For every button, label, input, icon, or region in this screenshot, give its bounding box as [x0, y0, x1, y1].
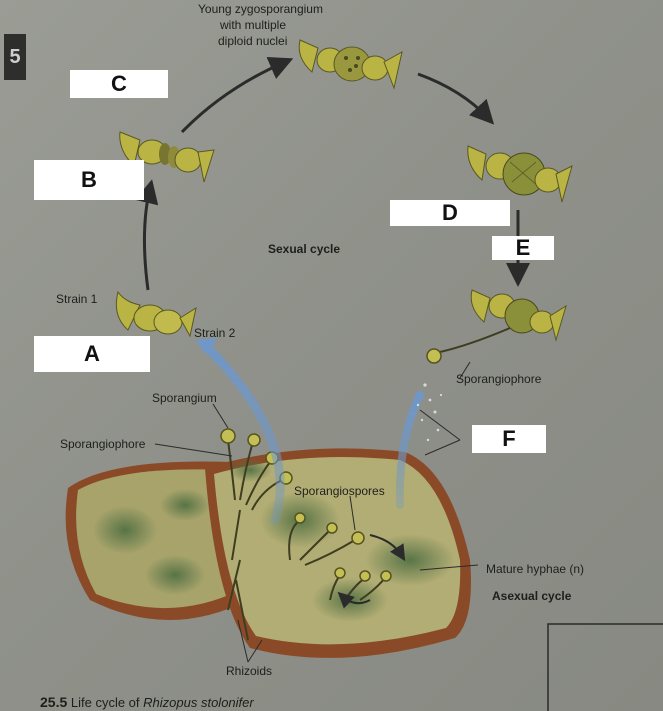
young-zygosporangium	[298, 39, 403, 90]
progametangia	[119, 131, 215, 183]
answer-box-c[interactable]: C	[70, 70, 168, 98]
spore-arrow	[369, 534, 406, 562]
label-strain-1: Strain 1	[56, 292, 98, 306]
adjacent-figure-frame	[547, 623, 663, 711]
label-young-zygosporangium-1: Young zygosporangium	[198, 2, 323, 16]
label-sporangium: Sporangium	[152, 391, 217, 405]
blue-arrow-strain	[200, 340, 285, 525]
label-young-zygosporangium-3: diploid nuclei	[218, 34, 288, 48]
strain-gametangia	[115, 290, 197, 338]
answer-box-e[interactable]: E	[492, 235, 554, 260]
leader-lines	[154, 361, 479, 663]
caption-species: Rhizopus stolonifer	[143, 695, 254, 710]
label-sexual-cycle: Sexual cycle	[268, 242, 341, 256]
bread-slices	[65, 448, 471, 658]
spore-dust	[416, 383, 443, 442]
label-sporangiophore-left: Sporangiophore	[60, 437, 146, 451]
caption-text: Life cycle of	[70, 695, 140, 710]
label-asexual-cycle: Asexual cycle	[492, 589, 572, 603]
label-mature-hyphae: Mature hyphae (n)	[486, 562, 585, 576]
figure-caption: 25.5 Life cycle of Rhizopus stolonifer	[40, 694, 254, 710]
label-rhizoids: Rhizoids	[226, 664, 273, 678]
label-strain-2: Strain 2	[194, 326, 236, 340]
answer-box-a[interactable]: A	[34, 336, 150, 372]
chapter-tab: 5	[4, 34, 26, 80]
label-sporangiophore-right: Sporangiophore	[456, 372, 542, 386]
mature-zygosporangium	[467, 145, 573, 203]
cycle-arrows	[134, 56, 530, 291]
germinating-zygosporangium	[426, 289, 567, 364]
germination-arrow	[337, 591, 371, 609]
label-sporangiospores: Sporangiospores	[294, 484, 385, 498]
answer-box-f[interactable]: F	[472, 425, 546, 453]
label-young-zygosporangium-2: with multiple	[220, 18, 287, 32]
figure-number: 25.5	[40, 694, 68, 710]
blue-arrow-spores	[395, 391, 424, 509]
answer-box-d[interactable]: D	[390, 200, 510, 226]
answer-box-b[interactable]: B	[34, 160, 144, 200]
